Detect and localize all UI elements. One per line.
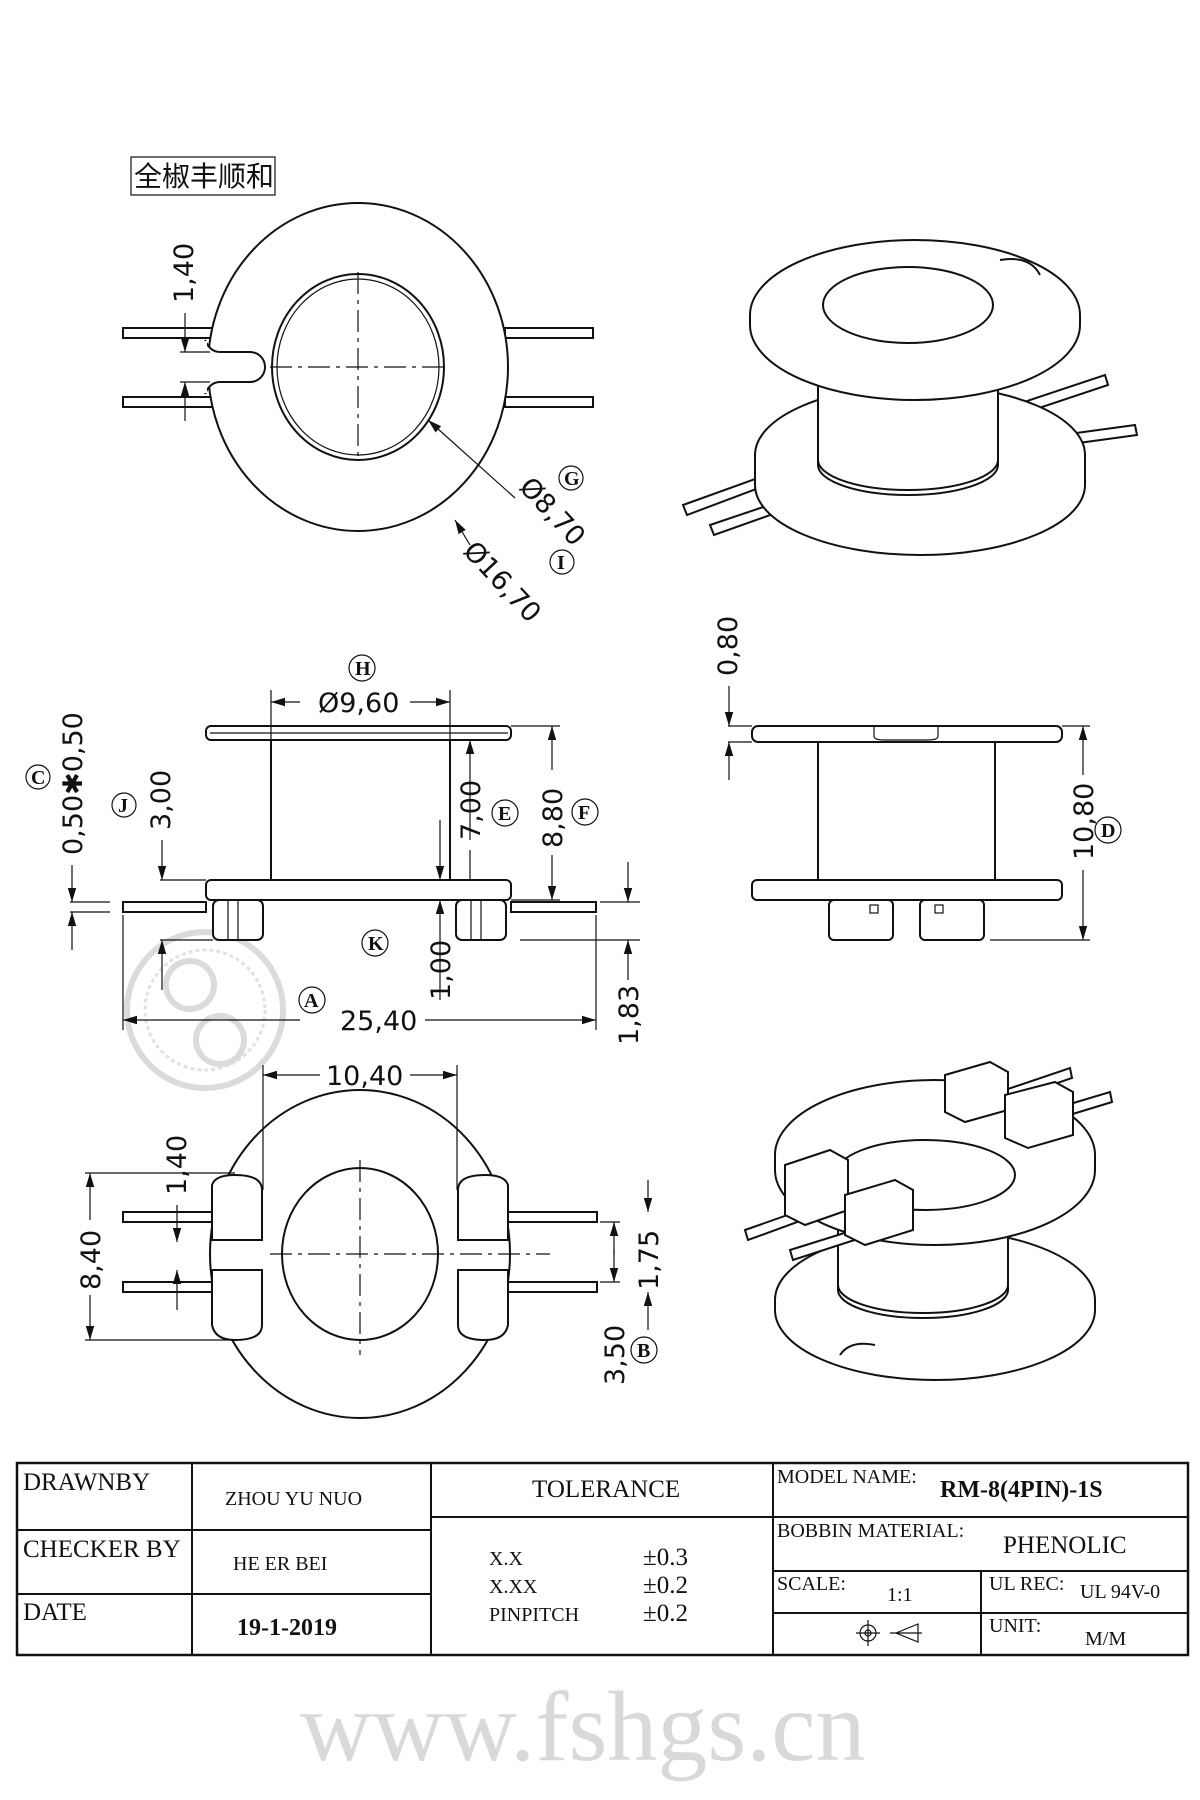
scale-value: 1:1 xyxy=(887,1584,913,1606)
top-view: 1,40 Ø8,70 Ø16,70 G I xyxy=(122,202,594,629)
company-name: 全椒丰顺和 xyxy=(134,160,274,193)
material-value: PHENOLIC xyxy=(1003,1532,1127,1559)
bottom-height-dim: 8,40 xyxy=(76,1230,107,1290)
tolerance-value-1: ±0.3 xyxy=(643,1544,688,1571)
unit-label: UNIT: xyxy=(989,1615,1041,1637)
tolerance-key-2: X.XX xyxy=(489,1576,538,1598)
flange-thickness-dim: 0,80 xyxy=(713,616,744,676)
outer-dia-dim: Ø16,70 xyxy=(457,536,547,629)
pin-pitch-dim: 3,50 xyxy=(600,1325,631,1385)
tolerance-value-2: ±0.2 xyxy=(643,1572,688,1599)
side-view: Ø9,60 H 25,40 A 0,50✱0,50 C 3,00 J 1,00 … xyxy=(25,654,645,1045)
bottom-view: 10,40 8,40 1,40 1,75 3,50 B xyxy=(76,1061,665,1419)
callout-c: C xyxy=(31,767,45,789)
callout-a: A xyxy=(304,990,319,1012)
watermark-seal xyxy=(124,929,286,1091)
isometric-view-top xyxy=(681,239,1139,556)
callout-i: I xyxy=(557,552,565,574)
tolerance-key-3: PINPITCH xyxy=(489,1604,579,1626)
ul-value: UL 94V-0 xyxy=(1080,1581,1160,1603)
flange-dia-dim: Ø9,60 xyxy=(318,688,399,719)
material-label: BOBBIN MATERIAL: xyxy=(777,1520,964,1542)
overall-height-dim: 8,80 xyxy=(538,788,569,848)
callout-j: J xyxy=(118,795,128,817)
drawn-by-value: ZHOU YU NUO xyxy=(225,1488,362,1510)
callout-g: G xyxy=(564,468,580,490)
isometric-view-bottom xyxy=(743,1060,1114,1381)
callout-f: F xyxy=(578,802,590,824)
company-box xyxy=(130,156,276,196)
pin-size-dim: 0,50✱0,50 xyxy=(58,712,89,855)
date-label: DATE xyxy=(23,1599,87,1626)
pin-span-dim: 25,40 xyxy=(340,1006,417,1037)
callout-k: K xyxy=(368,933,384,955)
callout-d: D xyxy=(1101,820,1115,842)
unit-value: M/M xyxy=(1085,1628,1126,1650)
checker-value: HE ER BEI xyxy=(233,1553,327,1575)
bottom-width-dim: 10,40 xyxy=(326,1061,403,1092)
projection-symbol-icon xyxy=(856,1620,922,1646)
watermark-text: www.fshgs.cn xyxy=(300,1671,866,1782)
pin-height-dim: 3,00 xyxy=(146,770,177,830)
scale-label: SCALE: xyxy=(777,1573,846,1595)
model-label: MODEL NAME: xyxy=(777,1466,917,1488)
foot-height-dim: 1,83 xyxy=(614,985,645,1045)
date-value: 19-1-2019 xyxy=(237,1615,337,1641)
front-view: 0,80 10,80 D xyxy=(713,616,1122,941)
tolerance-key-1: X.X xyxy=(489,1548,523,1570)
tolerance-value-3: ±0.2 xyxy=(643,1600,688,1627)
bottom-slot-dim: 1,40 xyxy=(162,1135,193,1195)
ul-label: UL REC: xyxy=(989,1573,1064,1595)
standoff-dim: 1,00 xyxy=(426,940,457,1000)
callout-h: H xyxy=(355,658,371,680)
checker-label: CHECKER BY xyxy=(23,1536,181,1563)
pin-gap-dim: 1,75 xyxy=(634,1230,665,1290)
model-value: RM-8(4PIN)-1S xyxy=(940,1477,1103,1503)
drawn-by-label: DRAWNBY xyxy=(23,1469,150,1496)
callout-e: E xyxy=(498,803,511,825)
slot-width-dim: 1,40 xyxy=(169,243,200,303)
title-block: DRAWNBY ZHOU YU NUO CHECKER BY HE ER BEI… xyxy=(15,1461,1190,1657)
total-height-dim: 10,80 xyxy=(1069,783,1100,860)
callout-b: B xyxy=(637,1340,650,1362)
winding-height-dim: 7,00 xyxy=(456,780,487,840)
tolerance-label: TOLERANCE xyxy=(532,1476,680,1503)
